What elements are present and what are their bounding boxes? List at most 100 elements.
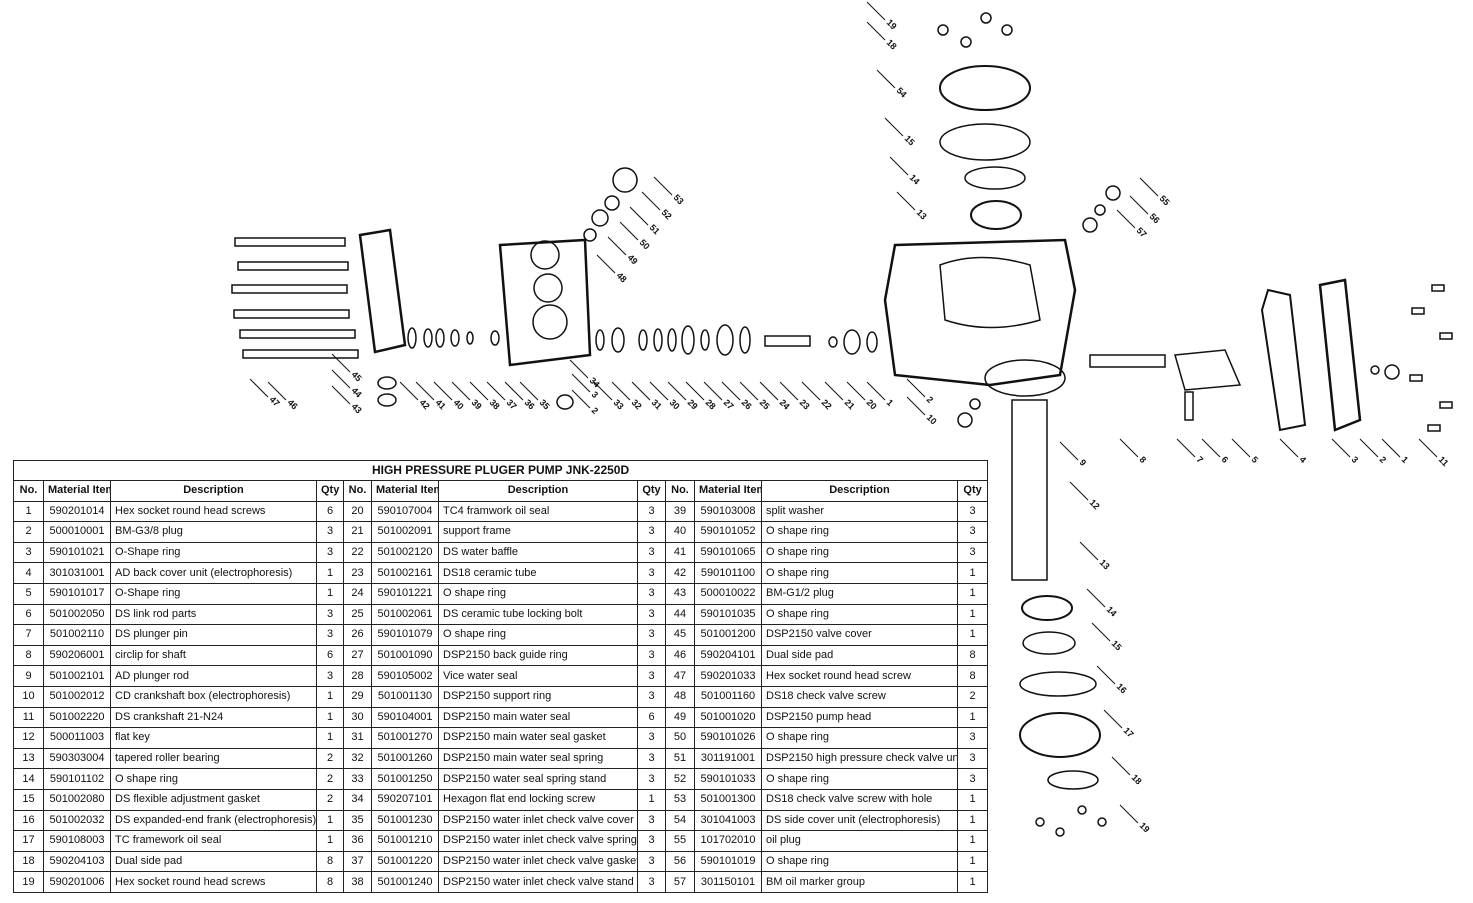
- cell-no: 2: [13, 521, 44, 543]
- cell-description: O shape ring: [761, 521, 958, 543]
- cell-description: O shape ring: [438, 624, 638, 646]
- callout-leader-line: [1103, 709, 1123, 729]
- callout-number: 26: [740, 397, 754, 411]
- crankshaft: [1011, 399, 1107, 837]
- cell-no: 44: [665, 603, 695, 626]
- cell-no: 24: [343, 582, 372, 605]
- cell-no: 6: [13, 603, 44, 626]
- cell-qty: 3: [637, 768, 666, 790]
- cell-material-item: 590101221: [371, 582, 439, 605]
- cell-qty: 1: [316, 706, 344, 729]
- cell-material-item: 101702010: [694, 830, 762, 852]
- cell-description: O shape ring: [761, 541, 958, 564]
- cell-description: oil plug: [761, 830, 958, 852]
- cell-no: 34: [343, 788, 372, 811]
- callout-leader-line: [1086, 588, 1106, 608]
- cell-description: DSP2150 back guide ring: [438, 644, 638, 667]
- cell-no: 48: [665, 685, 695, 708]
- cell-description: DSP2150 valve cover: [761, 624, 958, 646]
- callout-number: 4: [1298, 454, 1309, 465]
- cell-qty: 2: [316, 768, 344, 790]
- callout-leader-line: [519, 381, 539, 401]
- header-qty: Qty: [316, 480, 344, 502]
- callout-number: 2: [925, 394, 936, 405]
- cell-material-item: 590101065: [694, 541, 762, 564]
- cell-no: 35: [343, 809, 372, 832]
- cell-qty: 1: [956, 562, 989, 584]
- cell-description: DSP2150 water inlet check valve spring: [438, 830, 638, 852]
- cell-no: 26: [343, 624, 372, 646]
- cell-material-item: 301031001: [43, 562, 111, 584]
- cell-material-item: 590303004: [43, 747, 111, 770]
- callout-leader-line: [504, 381, 524, 401]
- cell-qty: 1: [316, 562, 344, 584]
- callout-leader-line: [331, 353, 351, 373]
- callout-leader-line: [1069, 481, 1089, 501]
- cell-material-item: 501002012: [43, 685, 111, 708]
- cell-description: DS18 ceramic tube: [438, 562, 638, 584]
- callout-leader-line: [1079, 541, 1099, 561]
- cell-qty: 1: [316, 830, 344, 852]
- cell-description: BM oil marker group: [761, 871, 958, 893]
- callout-leader-line: [631, 381, 651, 401]
- header-description: Description: [438, 480, 638, 502]
- callout-leader-line: [486, 381, 506, 401]
- callout-number: 20: [865, 397, 879, 411]
- cell-material-item: 590105002: [371, 665, 439, 687]
- cell-qty: 3: [637, 521, 666, 543]
- callout-number: 9: [1078, 457, 1089, 468]
- callout-number: 14: [1105, 604, 1119, 618]
- cell-material-item: 500011003: [43, 727, 111, 749]
- cell-qty: 1: [956, 850, 989, 873]
- cell-no: 37: [343, 850, 372, 873]
- cell-no: 55: [665, 830, 695, 852]
- cell-material-item: 590201014: [43, 500, 111, 523]
- cell-description: DS expanded-end frank (electrophoresis): [110, 809, 317, 832]
- callout-leader-line: [906, 396, 926, 416]
- cell-description: O shape ring: [761, 850, 958, 873]
- callout-number: 21: [843, 397, 857, 411]
- callout-leader-line: [1129, 195, 1149, 215]
- callout-leader-line: [866, 21, 886, 41]
- cell-description: DSP2150 main water seal: [438, 706, 638, 729]
- cell-material-item: 501001200: [694, 624, 762, 646]
- cell-no: 45: [665, 624, 695, 646]
- cell-description: BM-G1/2 plug: [761, 582, 958, 605]
- callout-leader-line: [846, 381, 866, 401]
- callout-number: 1: [885, 397, 896, 408]
- cell-material-item: 501001020: [694, 706, 762, 729]
- callout-leader-line: [1418, 438, 1438, 458]
- cell-description: BM-G3/8 plug: [110, 521, 317, 543]
- callout-leader-line: [331, 369, 351, 389]
- cell-description: DS link rod parts: [110, 603, 317, 626]
- cell-qty: 3: [637, 830, 666, 852]
- callout-leader-line: [641, 191, 661, 211]
- cell-description: DS18 check valve screw with hole: [761, 788, 958, 811]
- cell-no: 13: [13, 747, 44, 770]
- callout-number: 5: [1250, 454, 1261, 465]
- cell-no: 27: [343, 644, 372, 667]
- callout-number: 25: [758, 397, 772, 411]
- cell-no: 41: [665, 541, 695, 564]
- cell-qty: 1: [956, 788, 989, 811]
- cell-description: Vice water seal: [438, 665, 638, 687]
- cell-material-item: 590101026: [694, 727, 762, 749]
- cell-material-item: 590103008: [694, 500, 762, 523]
- callout-number: 43: [350, 401, 364, 415]
- callout-number: 51: [648, 222, 662, 236]
- callout-number: 29: [686, 397, 700, 411]
- cell-qty: 3: [637, 850, 666, 873]
- cell-material-item: 590101102: [43, 768, 111, 790]
- callout-leader-line: [1119, 804, 1139, 824]
- callout-leader-line: [433, 381, 453, 401]
- valve-cover: [358, 228, 407, 354]
- cell-qty: 3: [956, 768, 989, 790]
- cell-description: DSP2150 water inlet check valve gasket: [438, 850, 638, 873]
- callout-number: 30: [668, 397, 682, 411]
- callout-leader-line: [906, 378, 926, 398]
- cell-description: tapered roller bearing: [110, 747, 317, 770]
- callout-leader-line: [703, 381, 723, 401]
- cell-qty: 3: [956, 541, 989, 564]
